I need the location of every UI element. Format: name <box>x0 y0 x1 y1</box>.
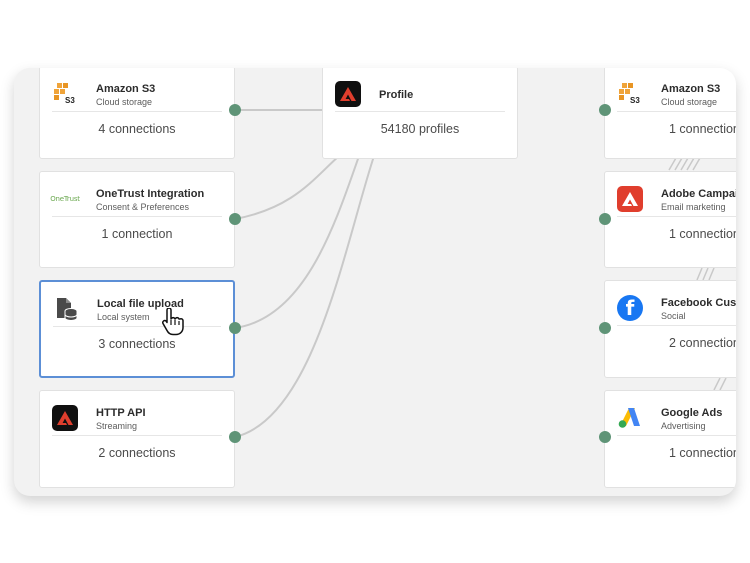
link-local-file-profile <box>234 155 360 329</box>
destination-card-amazon-s3[interactable]: S3 Amazon S3 Cloud storage 1 connection <box>604 68 736 159</box>
divider <box>52 435 222 436</box>
connector-dot[interactable] <box>229 104 241 116</box>
connection-count: 3 connections <box>98 337 176 351</box>
svg-text:S3: S3 <box>65 96 75 105</box>
profile-card[interactable]: Profile 54180 profiles <box>322 68 518 159</box>
link-onetrust-profile <box>234 155 340 220</box>
profile-title: Profile <box>379 89 414 101</box>
facebook-icon: f <box>617 295 643 321</box>
destination-subtitle: Cloud storage <box>661 97 718 107</box>
adobe-icon <box>52 405 78 431</box>
connector-dot[interactable] <box>599 431 611 443</box>
destination-card-facebook-custom[interactable]: f Facebook Custom Social 2 connection <box>604 280 736 378</box>
divider <box>53 326 221 327</box>
source-title: OneTrust Integration <box>96 188 205 200</box>
source-subtitle: Consent & Preferences <box>96 202 190 212</box>
svg-text:S3: S3 <box>630 96 640 105</box>
hand-cursor-icon <box>162 308 184 336</box>
divider <box>617 435 736 436</box>
divider <box>52 216 222 217</box>
connection-count: 1 connection <box>669 446 736 460</box>
destination-subtitle: Advertising <box>661 421 706 431</box>
destination-link-bundle <box>668 157 727 391</box>
aws-s3-icon: S3 <box>52 81 78 107</box>
source-card-local-file-upload[interactable]: Local file upload Local system 3 connect… <box>39 280 235 378</box>
connector-dot[interactable] <box>599 104 611 116</box>
divider <box>617 325 736 326</box>
connector-dot[interactable] <box>599 213 611 225</box>
source-subtitle: Streaming <box>96 421 138 431</box>
source-card-http-api[interactable]: HTTP API Streaming 2 connections <box>39 390 235 488</box>
google-ads-icon <box>617 405 643 431</box>
connector-dot[interactable] <box>229 213 241 225</box>
file-database-icon <box>53 296 79 322</box>
divider <box>335 111 505 112</box>
source-title: Amazon S3 <box>96 83 156 95</box>
source-card-onetrust[interactable]: OneTrust OneTrust Integration Consent & … <box>39 171 235 268</box>
source-title: Local file upload <box>97 298 184 310</box>
destination-card-adobe-campaign[interactable]: Adobe Campaign Email marketing 1 connect… <box>604 171 736 268</box>
divider <box>52 111 222 112</box>
aws-s3-icon: S3 <box>617 81 643 107</box>
destination-subtitle: Email marketing <box>661 202 726 212</box>
link-http-api-profile <box>234 155 375 438</box>
onetrust-logo: OneTrust <box>50 195 80 203</box>
adobe-campaign-icon <box>617 186 643 212</box>
connector-dot[interactable] <box>599 322 611 334</box>
destination-title: Adobe Campaign <box>661 188 736 200</box>
destination-subtitle: Social <box>661 311 686 321</box>
connector-dot[interactable] <box>229 431 241 443</box>
connection-links <box>234 109 727 438</box>
connection-count: 1 connection <box>101 227 173 241</box>
source-subtitle: Cloud storage <box>96 97 153 107</box>
destination-title: Amazon S3 <box>661 83 721 95</box>
divider <box>617 216 736 217</box>
connection-count: 1 connection <box>669 122 736 136</box>
source-title: HTTP API <box>96 407 146 419</box>
profile-count: 54180 profiles <box>380 122 460 136</box>
connection-count: 1 connection <box>669 227 736 241</box>
destination-title: Google Ads <box>661 407 723 419</box>
connection-count: 2 connection <box>669 336 736 350</box>
adobe-icon <box>335 81 361 107</box>
destination-title: Facebook Custom <box>661 297 736 309</box>
connector-dot[interactable] <box>229 322 241 334</box>
connection-count: 4 connections <box>98 122 176 136</box>
source-subtitle: Local system <box>97 312 150 322</box>
source-card-amazon-s3[interactable]: S3 Amazon S3 Cloud storage 4 connections <box>39 68 235 159</box>
connection-canvas: S3 Amazon S3 Cloud storage 4 connections… <box>14 68 736 496</box>
connection-count: 2 connections <box>98 446 176 460</box>
divider <box>617 111 736 112</box>
destination-card-google-ads[interactable]: Google Ads Advertising 1 connection <box>604 390 736 488</box>
